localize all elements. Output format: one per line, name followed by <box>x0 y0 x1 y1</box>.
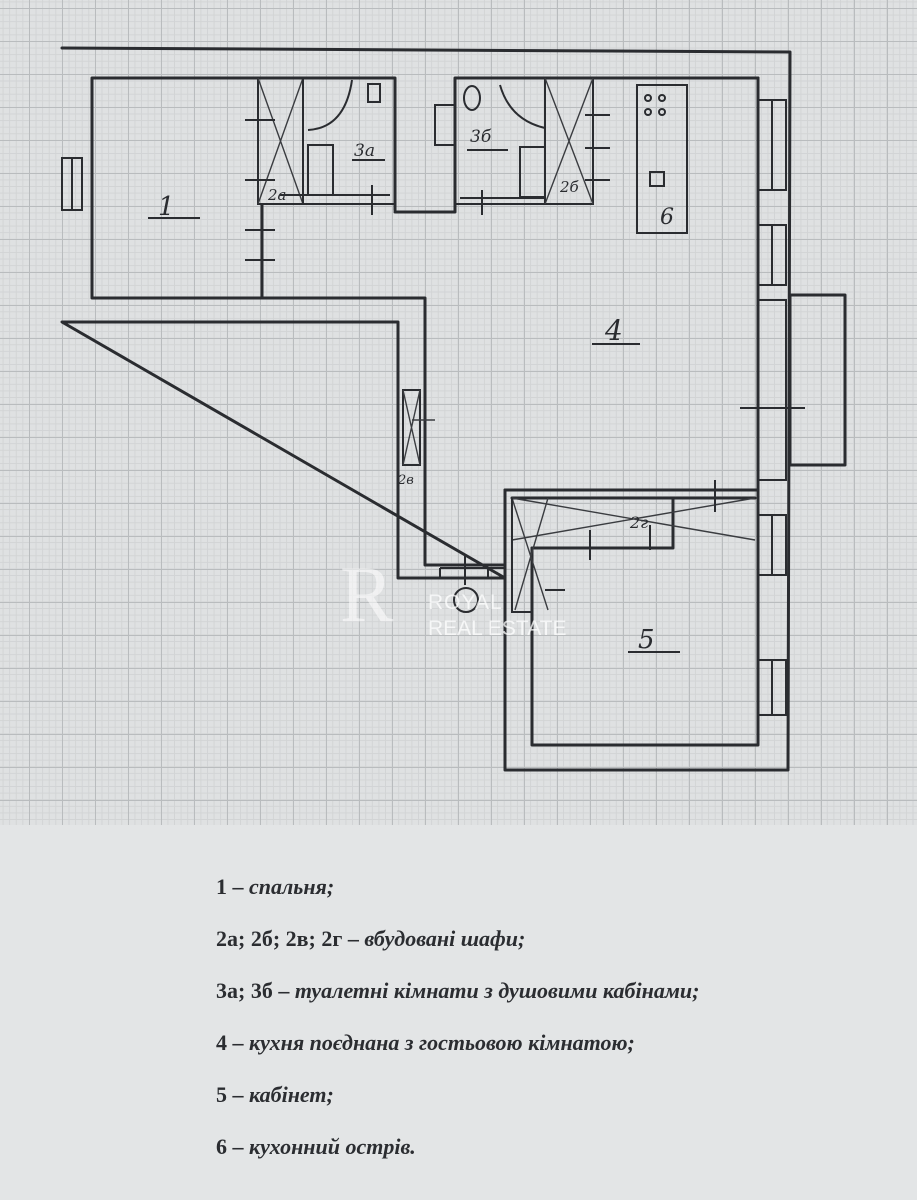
windows <box>61 99 787 716</box>
closet-2b <box>544 77 610 205</box>
balcony <box>788 293 847 467</box>
watermark-logo: R <box>340 551 394 639</box>
watermark-line2: REAL ESTATE <box>428 617 567 640</box>
watermark-line1: ROYAL <box>428 591 503 614</box>
closet-2a <box>245 77 304 261</box>
legend-item: 3а; 3б – туалетні кімнати з душовими каб… <box>216 978 700 1003</box>
room-label-5: 5 <box>638 625 655 655</box>
outer-wall <box>60 46 792 772</box>
fixture-circle <box>453 587 479 613</box>
room-label-3b: 3б <box>470 127 492 147</box>
room-label-3a: 3а <box>354 141 375 161</box>
room-label-2a: 2а <box>267 186 287 204</box>
living-wall <box>260 296 507 567</box>
room-label-1: 1 <box>158 192 175 222</box>
room-label-2b: 2б <box>559 178 580 196</box>
floor-plan-drawing: 1 2а 3а 3б 2б 6 4 2в 2г 5 <box>60 46 847 772</box>
door-marks <box>247 229 805 585</box>
legend-item: 4 – кухня поєднана з гостьовою кімнатою; <box>216 1030 635 1055</box>
floor-plan-sheet: 1 2а 3а 3б 2б 6 4 2в 2г 5 R ROYAL REAL E… <box>0 0 917 825</box>
legend: 1 – спальня; 2а; 2б; 2в; 2г – вбудовані … <box>216 872 699 1184</box>
closet-2v <box>402 389 435 466</box>
legend-item: 5 – кабінет; <box>216 1082 334 1107</box>
legend-item: 6 – кухонний острів. <box>216 1134 416 1159</box>
legend-item: 1 – спальня; <box>216 874 335 899</box>
room-label-2v: 2в <box>397 473 414 488</box>
room-label-4: 4 <box>604 314 623 347</box>
closet-2g <box>511 480 756 613</box>
bedroom-wall <box>90 76 264 300</box>
kitchen-island <box>636 84 688 234</box>
room-label-2g: 2г <box>629 513 648 532</box>
legend-item: 2а; 2б; 2в; 2г – вбудовані шафи; <box>216 926 526 951</box>
bathroom-3a <box>280 77 396 215</box>
room-label-6: 6 <box>660 205 674 230</box>
